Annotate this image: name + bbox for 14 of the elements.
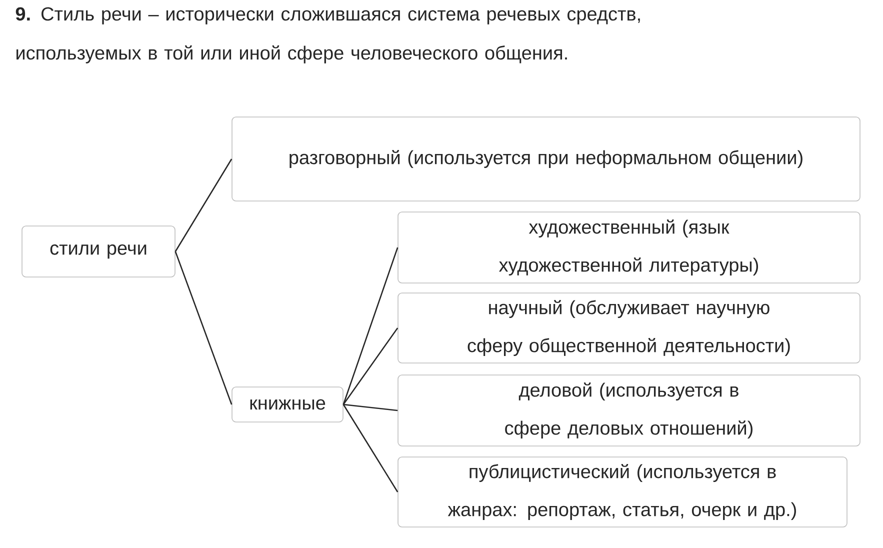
connector-line: [342, 328, 398, 405]
title-text: 9. Стиль речи – исторически сложившаяся система речевых средств, используемых в той или иной сфере человеческого общения.: [16, 7, 640, 64]
text-box: разговорный (используется при неформальном общении): [232, 116, 860, 202]
text-box: книжные: [232, 386, 344, 422]
connector-line: [174, 251, 232, 405]
text-box: научный (обслуживает научную сферу общественной деятельности): [398, 292, 860, 364]
text-box: стили речи: [22, 226, 176, 278]
text-box: деловой (используется в сфере деловых отношений): [398, 374, 860, 446]
text-box: художественный (язык художественной литературы): [398, 212, 860, 284]
connector-line: [342, 404, 398, 492]
text-box: публицистический (используется в жанрах: репортаж, статья, очерк и др.): [398, 456, 848, 528]
connector-line: [343, 404, 398, 412]
connector-line: [342, 247, 398, 405]
connector-line: [174, 158, 232, 252]
